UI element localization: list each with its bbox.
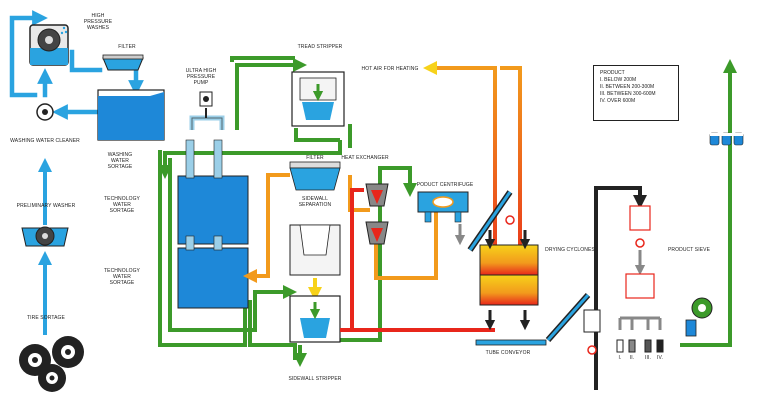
- label-hot-air: HOT AIR FOR HEATING: [361, 66, 419, 72]
- product-sieve-green: [680, 59, 737, 347]
- label-technology-water-sortage-1: TECHNOLOGY WATER SORTAGE: [103, 196, 140, 214]
- label-tire-sortage: TIRE SORTAGE: [27, 315, 65, 321]
- drying-cyclones: [479, 215, 539, 331]
- label-heat-exchanger: HEAT EXCHANGER: [341, 155, 389, 161]
- product-bags: [709, 132, 744, 146]
- blower: [685, 297, 713, 337]
- label-washing-water-cleaner: WASHING WATER CLEANER: [10, 138, 80, 144]
- orange-loop: [243, 173, 438, 283]
- label-washing-water-sortage: WASHING WATER SORTAGE: [107, 152, 133, 170]
- tube-conveyor-bottom: [475, 339, 547, 346]
- ultra-high-pressure-pump: [189, 91, 225, 130]
- tread-stripper: [291, 71, 345, 127]
- label-high-pressure-washes: HIGH PRESSURE WASHES: [83, 13, 113, 31]
- tire-stack: [19, 336, 84, 392]
- sidewall-separation: [289, 224, 341, 276]
- label-tube-conveyor: TUBE CONVEYOR: [485, 350, 531, 356]
- product-legend: PRODUCT I. BELOW 200µ II. BETWEEN 200-30…: [593, 65, 679, 121]
- high-pressure-washer: [29, 24, 69, 66]
- heat-exchanger: [365, 183, 389, 245]
- label-bin-iii: III.: [645, 355, 651, 361]
- filter-top: [102, 54, 144, 71]
- label-bin-ii: II.: [629, 355, 635, 361]
- technology-water-tank-1: [177, 139, 249, 245]
- legend-item-4: IV. OVER 600µ: [600, 98, 636, 104]
- product-valve: [583, 309, 601, 355]
- product-centrifuge: [417, 191, 469, 246]
- legend-item-1: I. BELOW 200µ: [600, 77, 637, 83]
- label-sidewall-stripper: SIDEWALL STRIPPER: [288, 376, 342, 382]
- filter-middle: [289, 161, 341, 191]
- technology-water-tank-2: [177, 235, 249, 309]
- label-filter-top: FILTER: [118, 44, 136, 50]
- sieve-loop: [594, 186, 662, 390]
- hot-air-loop: [340, 61, 522, 332]
- sieve-bins: [616, 339, 664, 353]
- label-product-centrifuge: PODUCT CENTRIFUGE: [416, 182, 474, 188]
- label-technology-water-sortage-2: TECHNOLOGY WATER SORTAGE: [103, 268, 140, 286]
- green-outer-loop: [230, 56, 352, 148]
- label-bin-i: I.: [618, 355, 622, 361]
- label-ultra-high-pressure-pump: ULTRA HIGH PRESSURE PUMP: [185, 68, 217, 86]
- water-loop: [9, 10, 144, 120]
- washing-water-cleaner: [36, 103, 54, 121]
- label-product-sieve: PRODUCT SIEVE: [667, 247, 711, 253]
- label-sidewall-separation: SIDEWALL SEPARATION: [298, 196, 332, 208]
- label-filter-mid: FILTER: [306, 155, 324, 161]
- preliminary-washer: [21, 226, 69, 247]
- tube-conveyor-1: [467, 190, 513, 252]
- legend-title: PRODUCT: [600, 70, 625, 76]
- label-drying-cyclones: DRYING CYCLONES: [545, 247, 595, 253]
- legend-item-2: II. BETWEEN 200-300µ: [600, 84, 655, 90]
- tube-conveyor-2: [545, 293, 591, 342]
- label-tread-stripper: TREAD STRIPPER: [297, 44, 343, 50]
- washing-water-tank: [97, 89, 165, 141]
- legend-item-3: III. BETWEEN 300-600µ: [600, 91, 656, 97]
- label-preliminary-washer: PRELIMINARY WASHER: [16, 203, 76, 209]
- sidewall-stripper: [289, 295, 341, 343]
- green-water-loop: [158, 58, 417, 367]
- label-bin-iv: IV.: [657, 355, 663, 361]
